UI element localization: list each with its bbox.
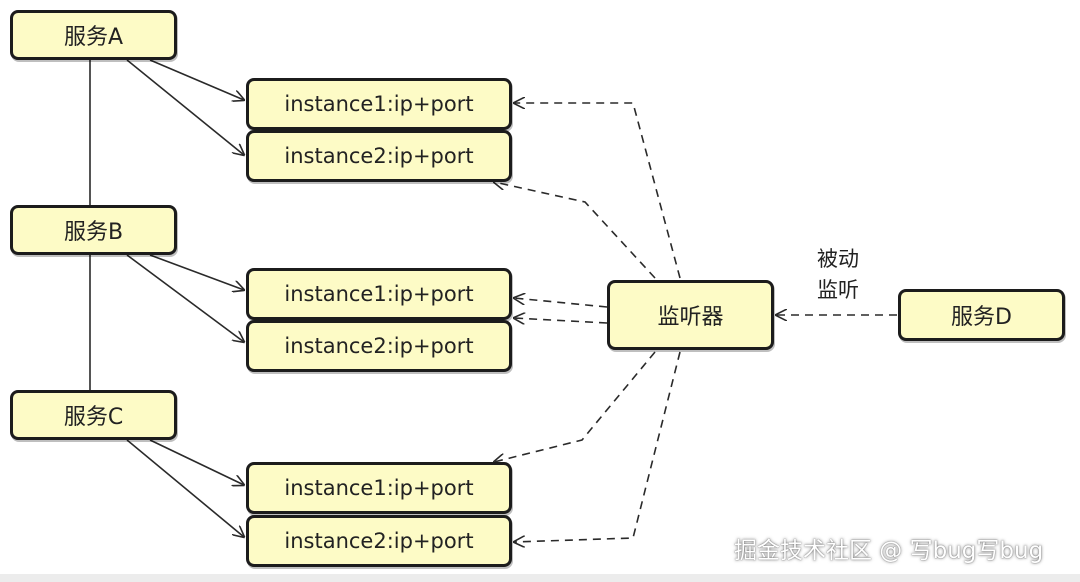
- service-a-label: 服务A: [63, 25, 124, 50]
- arrow-b-instance2: [126, 254, 244, 342]
- service-c-label: 服务C: [63, 405, 124, 430]
- instance-c1-box: instance1:ip+port: [246, 462, 512, 514]
- instance-b1-label: instance1:ip+port: [284, 282, 474, 306]
- arrow-a-instance1: [149, 59, 244, 100]
- arrow-c-instance1: [149, 439, 244, 485]
- instance-b2-box: instance2:ip+port: [246, 320, 512, 372]
- service-a-box: 服务A: [10, 10, 177, 60]
- dash-listener-b1: [514, 298, 608, 308]
- bottom-edge-strip: [0, 574, 1080, 582]
- instance-a2-box: instance2:ip+port: [246, 130, 512, 182]
- instance-b1-box: instance1:ip+port: [246, 268, 512, 320]
- arrow-a-instance2: [126, 59, 244, 155]
- dash-listener-c2: [514, 351, 681, 542]
- arrow-c-instance2: [126, 439, 244, 537]
- instance-c2-box: instance2:ip+port: [246, 515, 512, 567]
- listener-box: 监听器: [607, 280, 774, 350]
- passive-listen-label: 被动 监听: [808, 244, 868, 306]
- dash-listener-a1: [514, 103, 681, 279]
- instance-a2-label: instance2:ip+port: [284, 144, 474, 168]
- dash-listener-a2: [494, 182, 656, 279]
- instance-a1-label: instance1:ip+port: [284, 92, 474, 116]
- passive-listen-line1: 被动: [817, 247, 859, 271]
- instance-c1-label: instance1:ip+port: [284, 476, 474, 500]
- passive-listen-line2: 监听: [817, 278, 859, 302]
- listener-label: 监听器: [657, 305, 724, 330]
- service-d-label: 服务D: [951, 305, 1012, 330]
- service-d-box: 服务D: [898, 289, 1065, 341]
- dash-listener-c1: [494, 351, 656, 462]
- instance-b2-label: instance2:ip+port: [284, 334, 474, 358]
- arrow-b-instance1: [149, 254, 244, 290]
- watermark: 掘金技术社区 @ 写bug写bug: [734, 538, 1044, 564]
- instance-c2-label: instance2:ip+port: [284, 529, 474, 553]
- service-c-box: 服务C: [10, 390, 177, 440]
- instance-a1-box: instance1:ip+port: [246, 78, 512, 130]
- service-b-box: 服务B: [10, 205, 177, 255]
- dash-listener-b2: [514, 318, 608, 323]
- service-b-label: 服务B: [63, 220, 124, 245]
